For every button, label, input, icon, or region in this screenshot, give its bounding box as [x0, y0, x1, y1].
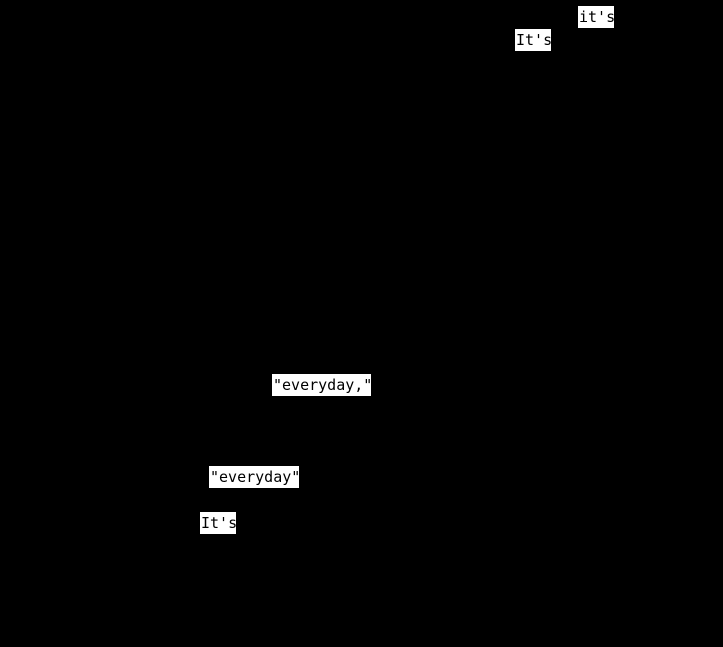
- word-label: It's: [200, 512, 238, 534]
- word-label: "everyday,": [272, 374, 373, 396]
- word-label: it's: [578, 6, 616, 28]
- word-label: "everyday": [209, 466, 301, 488]
- word-label: It's: [515, 29, 553, 51]
